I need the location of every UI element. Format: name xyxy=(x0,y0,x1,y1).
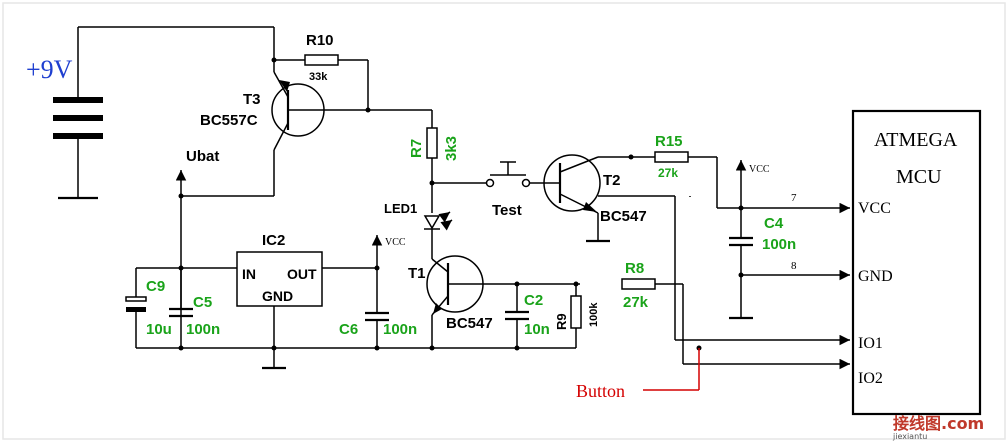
r15-value: 27k xyxy=(658,166,678,180)
c5-ref: C5 xyxy=(193,294,212,311)
ubat-label: Ubat xyxy=(186,148,219,165)
led-ref: LED1 xyxy=(384,201,417,216)
c5-value: 100n xyxy=(186,321,220,338)
vcc-label-c6: VCC xyxy=(385,237,406,248)
r10-value: 33k xyxy=(309,71,328,83)
r9-ref: R9 xyxy=(554,313,569,330)
r7-ref: R7 xyxy=(408,139,425,158)
ic2-in: IN xyxy=(242,266,256,282)
r9-value: 100k xyxy=(588,302,600,327)
ground-rail xyxy=(136,306,576,370)
c4-capacitor xyxy=(729,208,850,320)
r8-value: 27k xyxy=(623,294,649,311)
t3-transistor xyxy=(181,27,368,197)
t2-part: BC547 xyxy=(600,208,647,225)
supply-label: +9V xyxy=(26,55,73,84)
mcu-pin-number-8: 8 xyxy=(791,260,797,272)
r8-resistor xyxy=(621,278,656,290)
c9-ref: C9 xyxy=(146,278,165,295)
c9-value: 10u xyxy=(146,321,172,338)
button-annotation-label: Button xyxy=(576,381,625,401)
ic2-out: OUT xyxy=(287,266,317,282)
mcu-pin-number-7: 7 xyxy=(791,192,797,204)
r8-ref: R8 xyxy=(625,260,644,277)
vcc-label-c4: VCC xyxy=(749,164,770,175)
t2-transistor xyxy=(543,154,634,243)
mcu-pin-vcc: VCC xyxy=(858,200,891,217)
r7-value: 3k3 xyxy=(443,136,460,161)
button-annotation-line xyxy=(643,348,700,391)
t3-ref: T3 xyxy=(243,91,261,108)
led-diode xyxy=(423,211,453,259)
watermark-sub: jiexiantu xyxy=(892,432,927,441)
mcu-pin-io1: IO1 xyxy=(858,335,883,352)
c6-capacitor xyxy=(365,235,389,348)
mcu-subtitle: MCU xyxy=(896,166,942,188)
mcu-pin-io2: IO2 xyxy=(858,370,883,387)
t1-ref: T1 xyxy=(408,265,426,282)
ic2-ref: IC2 xyxy=(262,232,285,249)
t1-part: BC547 xyxy=(446,315,493,332)
c6-value: 100n xyxy=(383,321,417,338)
c4-ref: C4 xyxy=(764,215,784,232)
mcu-pin-gnd: GND xyxy=(858,268,893,285)
r15-ref: R15 xyxy=(655,133,683,150)
io-wires xyxy=(598,195,850,370)
t1-transistor xyxy=(426,255,580,348)
c2-ref: C2 xyxy=(524,292,543,309)
r15-resistor xyxy=(631,151,850,214)
ic2-gnd: GND xyxy=(262,288,293,304)
r9-resistor xyxy=(570,281,582,348)
c4-value: 100n xyxy=(762,236,796,253)
c9-capacitor xyxy=(125,268,147,348)
switch-label: Test xyxy=(492,202,522,219)
ic2-regulator xyxy=(236,251,380,307)
c2-value: 10n xyxy=(524,321,550,338)
battery-symbol xyxy=(53,26,274,200)
mcu-block xyxy=(851,109,982,416)
r10-ref: R10 xyxy=(306,32,334,49)
c2-capacitor xyxy=(505,281,529,351)
c5-capacitor xyxy=(169,268,193,318)
r7-resistor xyxy=(365,107,438,213)
watermark-logo: 接线图.com xyxy=(893,414,984,433)
r10-resistor xyxy=(271,54,369,110)
t3-part: BC557C xyxy=(200,112,258,129)
c6-ref: C6 xyxy=(339,321,358,338)
test-switch xyxy=(432,161,554,188)
mcu-title: ATMEGA xyxy=(874,129,958,151)
t2-ref: T2 xyxy=(603,172,621,189)
